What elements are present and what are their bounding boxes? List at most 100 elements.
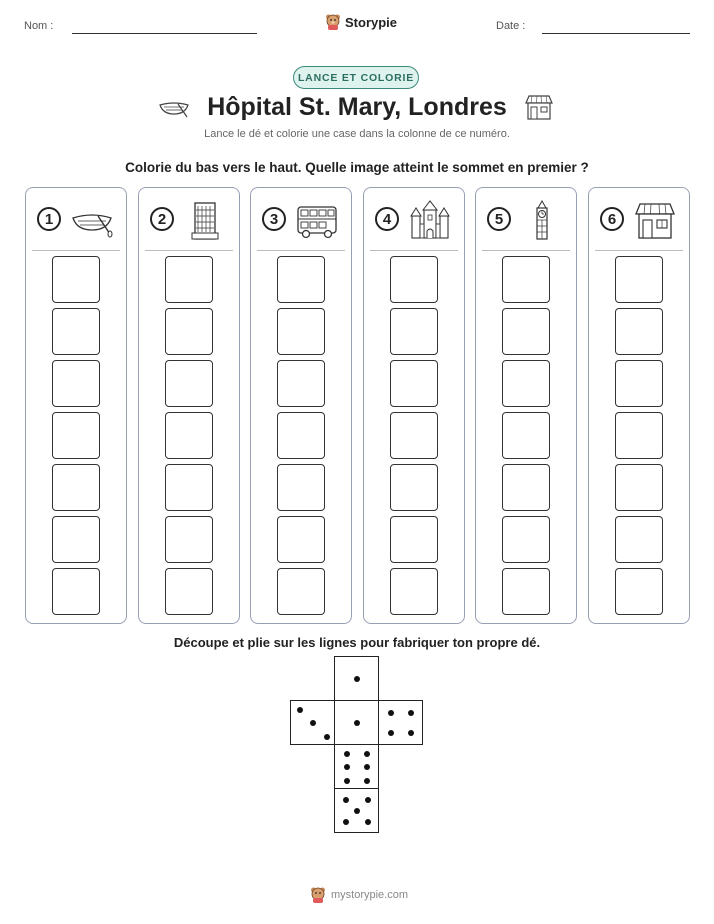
clock-tower-icon [520,199,564,240]
die-pip [388,729,395,736]
column-divider [482,250,570,251]
die-face-4 [378,700,423,745]
die-pip [407,729,414,736]
color-box[interactable] [52,360,100,407]
color-box[interactable] [615,412,663,459]
column-6: 6 [588,187,690,624]
die-pip [344,750,351,757]
column-number: 6 [600,207,624,231]
name-line[interactable] [72,33,257,34]
die-pip [365,796,372,803]
page-title: Hôpital St. Mary, Londres [207,93,507,121]
coloring-instruction: Colorie du bas vers le haut. Quelle imag… [125,160,589,175]
castle-icon [408,200,452,240]
column-2: 2 [138,187,240,624]
color-box[interactable] [277,412,325,459]
color-box[interactable] [277,464,325,511]
die-face-1 [334,656,379,701]
color-box[interactable] [277,256,325,303]
column-3: 3 [250,187,352,624]
color-box[interactable] [52,464,100,511]
die-pip [342,796,349,803]
rowboat-icon [70,200,114,240]
color-box[interactable] [165,516,213,563]
color-box[interactable] [390,568,438,615]
color-box[interactable] [390,412,438,459]
column-number: 1 [37,207,61,231]
color-box[interactable] [277,308,325,355]
activity-badge: LANCE ET COLORIE [293,66,419,89]
color-box[interactable] [277,516,325,563]
column-number: 3 [262,207,286,231]
color-box[interactable] [52,516,100,563]
die-pip [363,764,370,770]
name-label: Nom : [24,20,54,32]
color-box[interactable] [165,308,213,355]
color-box[interactable] [615,308,663,355]
color-box[interactable] [615,256,663,303]
color-box[interactable] [390,256,438,303]
house-icon [525,95,553,120]
color-box[interactable] [52,256,100,303]
die-pip [365,819,372,826]
color-box[interactable] [502,568,550,615]
house-icon [633,200,677,240]
column-4: 4 [363,187,465,624]
die-pip [363,750,370,757]
footer-url: mystorypie.com [331,889,409,901]
date-line[interactable] [542,33,690,34]
color-box[interactable] [165,568,213,615]
die-pip [354,720,360,726]
color-box[interactable] [615,360,663,407]
die-face-5 [334,788,379,833]
color-box[interactable] [277,360,325,407]
die-pip [388,710,395,717]
column-number: 4 [375,207,399,231]
column-number: 5 [487,207,511,231]
brand-name: Storypie [345,14,398,30]
column-5: 5 [475,187,577,624]
die-pip [296,706,303,713]
color-box[interactable] [502,360,550,407]
date-label: Date : [496,20,526,32]
die-face-3 [290,700,335,745]
color-box[interactable] [390,464,438,511]
color-box[interactable] [390,360,438,407]
column-divider [370,250,458,251]
die-pip [407,710,414,717]
color-box[interactable] [277,568,325,615]
column-divider [32,250,120,251]
die-pip [323,733,330,740]
color-box[interactable] [390,308,438,355]
color-box[interactable] [52,308,100,355]
die-face-1 [334,700,379,745]
rowboat-icon [159,102,189,118]
color-box[interactable] [502,464,550,511]
color-box[interactable] [502,256,550,303]
color-box[interactable] [165,412,213,459]
color-box[interactable] [502,516,550,563]
color-box[interactable] [165,256,213,303]
color-box[interactable] [165,360,213,407]
office-building-icon [183,200,227,240]
color-box[interactable] [502,308,550,355]
die-pip [354,676,360,682]
bear-mascot-icon [326,14,340,30]
color-box[interactable] [502,412,550,459]
bear-mascot-icon [311,887,325,903]
color-box[interactable] [615,516,663,563]
die-pip [354,808,360,814]
color-box[interactable] [52,568,100,615]
die-pip [363,777,370,784]
page-subtitle: Lance le dé et colorie une case dans la … [204,128,510,140]
cut-instruction: Découpe et plie sur les lignes pour fabr… [173,635,541,650]
color-box[interactable] [615,568,663,615]
color-box[interactable] [390,516,438,563]
color-box[interactable] [165,464,213,511]
die-pip [310,720,316,726]
color-box[interactable] [52,412,100,459]
column-divider [257,250,345,251]
color-box[interactable] [615,464,663,511]
double-decker-bus-icon [295,200,339,240]
die-face-6 [334,744,379,789]
